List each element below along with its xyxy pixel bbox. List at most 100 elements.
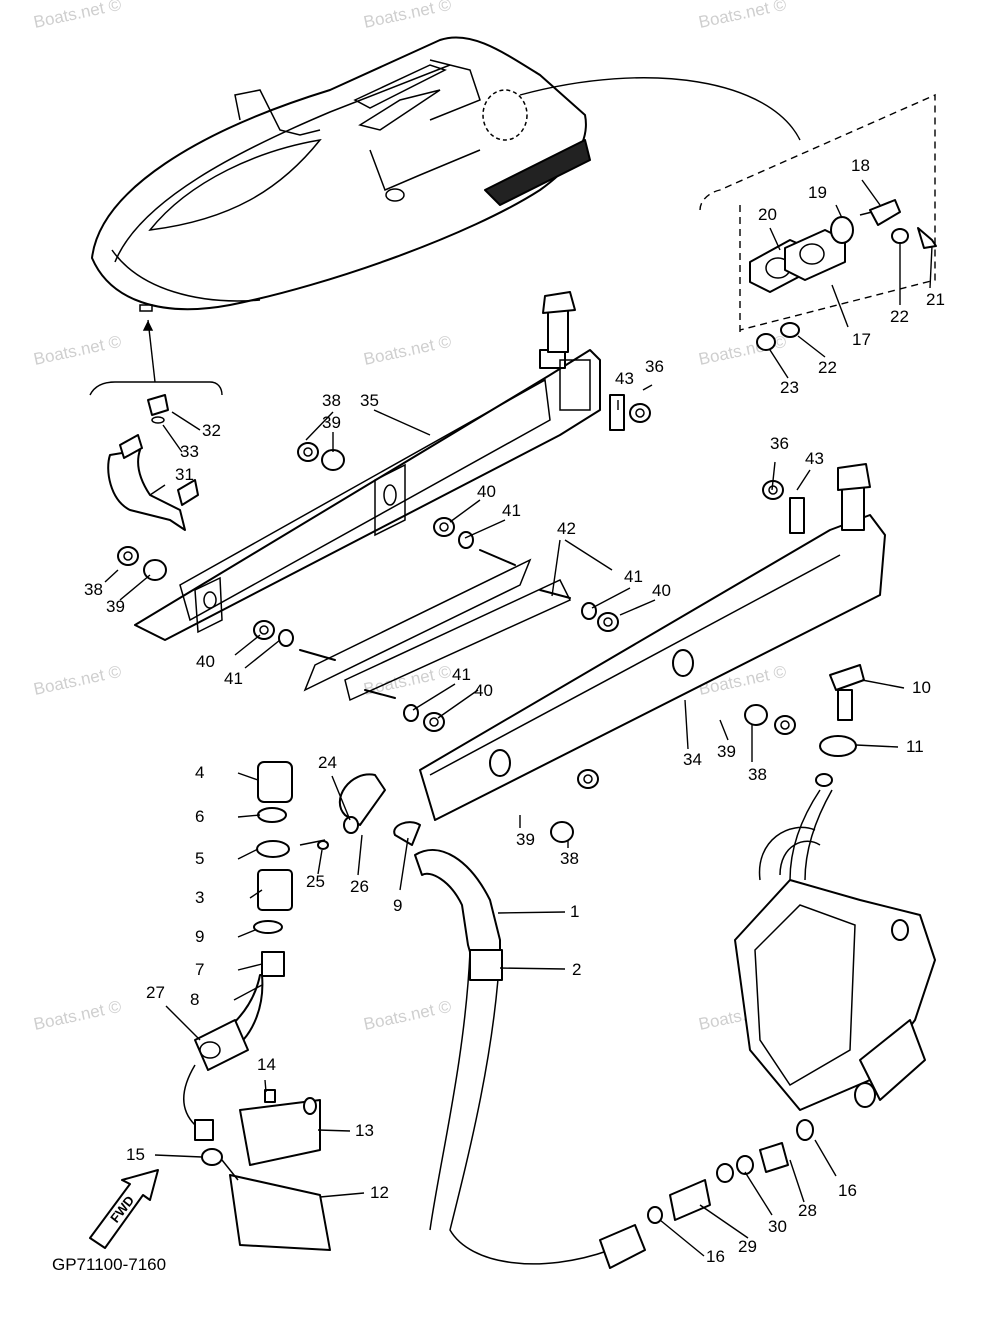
callout-part-40: 40 [477,482,496,501]
nut [433,517,455,537]
callout-part-41: 41 [452,665,471,684]
leader-line [719,719,729,741]
leader-line [796,469,811,491]
leader-line [237,929,256,938]
leader-line [684,699,689,750]
callout-part-2: 2 [572,960,581,979]
leader-line [149,484,166,496]
nut [597,612,619,632]
collar [744,704,768,726]
clamp-parts [299,773,421,850]
callout-part-14: 14 [257,1055,276,1074]
watercraft-illustration [91,36,591,312]
leader-line [154,1154,203,1158]
callout-part-41: 41 [224,669,243,688]
callout-part-7: 7 [195,960,204,979]
callout-part-39: 39 [516,830,535,849]
leader-line [237,772,259,781]
leader-line [789,1159,805,1203]
drain-detail-box [699,93,937,351]
leader-line [305,411,334,441]
callout-part-39: 39 [717,742,736,761]
watermark-text: Boats.net © [697,332,789,369]
leader-line [619,599,656,616]
hose [414,849,646,1269]
callout-layer: 1234567899101112131415161617181920212222… [84,156,945,1266]
outlet-fittings [647,1119,814,1224]
callout-part-40: 40 [196,652,215,671]
nut [117,546,139,566]
callout-part-22: 22 [890,307,909,326]
leader-line [119,574,151,601]
leader-line [814,1139,837,1177]
callout-part-27: 27 [146,983,165,1002]
leader-line [797,335,826,358]
watermark-text: Boats.net © [697,0,789,32]
callout-part-23: 23 [780,378,799,397]
fwd-arrow: FWD [89,1169,159,1249]
washer [581,602,597,620]
callout-part-34: 34 [683,750,702,769]
callout-part-18: 18 [851,156,870,175]
leader-lines [104,179,933,1257]
leader-line [373,409,431,436]
watermark-text: Boats.net © [362,997,454,1034]
callout-part-19: 19 [808,183,827,202]
callout-part-6: 6 [195,807,204,826]
leader-line [464,519,506,539]
callout-part-21: 21 [926,290,945,309]
callout-part-42: 42 [557,519,576,538]
elbow-fitting [107,394,199,531]
leader-line [659,1219,705,1257]
leader-line [162,424,183,453]
leader-line [861,679,905,689]
callout-part-38: 38 [748,765,767,784]
leader-line [437,689,479,719]
leader-line [855,744,899,748]
watermark-text: Boats.net © [32,332,124,369]
stud-bolt [479,549,516,566]
leader-line [264,1079,267,1093]
left-stack-parts [183,761,331,1251]
callout-part-8: 8 [190,990,199,1009]
stud-bolt [539,589,571,599]
leader-line [769,349,789,379]
drain-plug-parts [789,664,865,881]
leader-line [564,539,613,571]
rod-bracket [303,558,532,692]
callout-part-39: 39 [106,597,125,616]
leader-line [104,569,119,583]
leader-line [233,984,263,1001]
leader-line [642,384,653,391]
plate [609,394,625,431]
leader-line [249,889,263,899]
diagram-code: GP71100-7160 [52,1255,166,1274]
callout-part-36: 36 [770,434,789,453]
callout-part-31: 31 [175,465,194,484]
leader-line [399,837,409,891]
callout-part-25: 25 [306,872,325,891]
watermark-text: Boats.net © [362,332,454,369]
callout-part-24: 24 [318,753,337,772]
callout-part-40: 40 [652,581,671,600]
callout-part-43: 43 [615,369,634,388]
leader-line [771,461,776,491]
callout-part-10: 10 [912,678,931,697]
leader-line [835,204,843,219]
leader-line [331,775,351,821]
leader-line [171,411,201,431]
nut [774,715,796,735]
callout-part-26: 26 [350,877,369,896]
leader-line [244,639,281,669]
leader-line [769,227,781,251]
callout-part-4: 4 [195,763,204,782]
leader-line [319,1192,365,1198]
callout-part-20: 20 [758,205,777,224]
upper-bracket [134,291,601,641]
callout-part-9: 9 [195,927,204,946]
leader-line [237,848,259,860]
callout-part-17: 17 [852,330,871,349]
leader-line [317,849,323,875]
callout-part-38: 38 [322,391,341,410]
